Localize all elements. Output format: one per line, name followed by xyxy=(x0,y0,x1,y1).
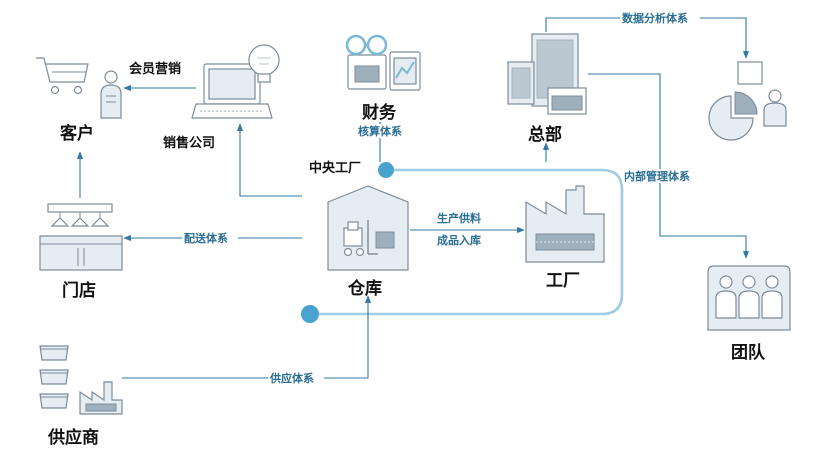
supplier-label: 供应商 xyxy=(47,427,99,448)
accounting-system-label: 核算体系 xyxy=(358,124,402,138)
loop-start-dot xyxy=(378,162,394,178)
finished-goods-label: 成品入库 xyxy=(437,233,481,247)
distribution-label-bg xyxy=(182,231,238,245)
factory-icon xyxy=(79,381,123,415)
distribution-system-label: 配送体系 xyxy=(184,231,228,245)
data-analysis-label-bg xyxy=(620,11,700,25)
shopping-cart-icon xyxy=(36,57,89,95)
arrow-warehouse-to-sales xyxy=(236,123,302,197)
sales-company-label: 销售公司 xyxy=(163,135,215,151)
team-label: 团队 xyxy=(731,342,766,363)
factory-label: 工厂 xyxy=(546,271,580,291)
customer-label: 客户 xyxy=(59,123,94,144)
headquarters-label: 总部 xyxy=(528,124,562,145)
warehouse-label: 仓库 xyxy=(347,278,382,299)
central-factory-label: 中央工厂 xyxy=(309,160,361,176)
arrow-supplier-to-warehouse xyxy=(122,295,372,379)
shop-icon xyxy=(39,203,123,271)
factory-icon xyxy=(525,185,605,263)
glasses-icon xyxy=(345,34,388,90)
arrow-hq-to-team xyxy=(588,73,750,259)
accounting-label-bg xyxy=(356,124,412,138)
person-icon xyxy=(763,89,787,127)
store-label: 门店 xyxy=(62,280,96,301)
forklift-icon xyxy=(327,185,409,271)
internal-mgmt-system-label: 内部管理体系 xyxy=(624,169,690,183)
pie-chart-icon xyxy=(708,61,763,141)
member-marketing-label: 会员营销 xyxy=(129,61,181,77)
person-icon xyxy=(100,70,122,119)
team-icon xyxy=(707,265,791,331)
production-supply-label: 生产供料 xyxy=(437,211,481,225)
chart-card-icon xyxy=(389,51,421,91)
building-icon xyxy=(507,33,587,115)
lightbulb-icon xyxy=(248,44,280,83)
laptop-icon xyxy=(191,63,273,119)
supply-label-bg xyxy=(268,371,324,385)
box-icon xyxy=(39,345,69,409)
supply-system-label: 供应体系 xyxy=(269,371,314,385)
loop-end-dot xyxy=(301,305,319,323)
finance-label: 财务 xyxy=(361,102,397,123)
internal-mgmt-label-bg xyxy=(622,169,704,183)
central-factory-loop xyxy=(310,168,624,316)
data-analysis-system-label: 数据分析体系 xyxy=(622,11,688,25)
